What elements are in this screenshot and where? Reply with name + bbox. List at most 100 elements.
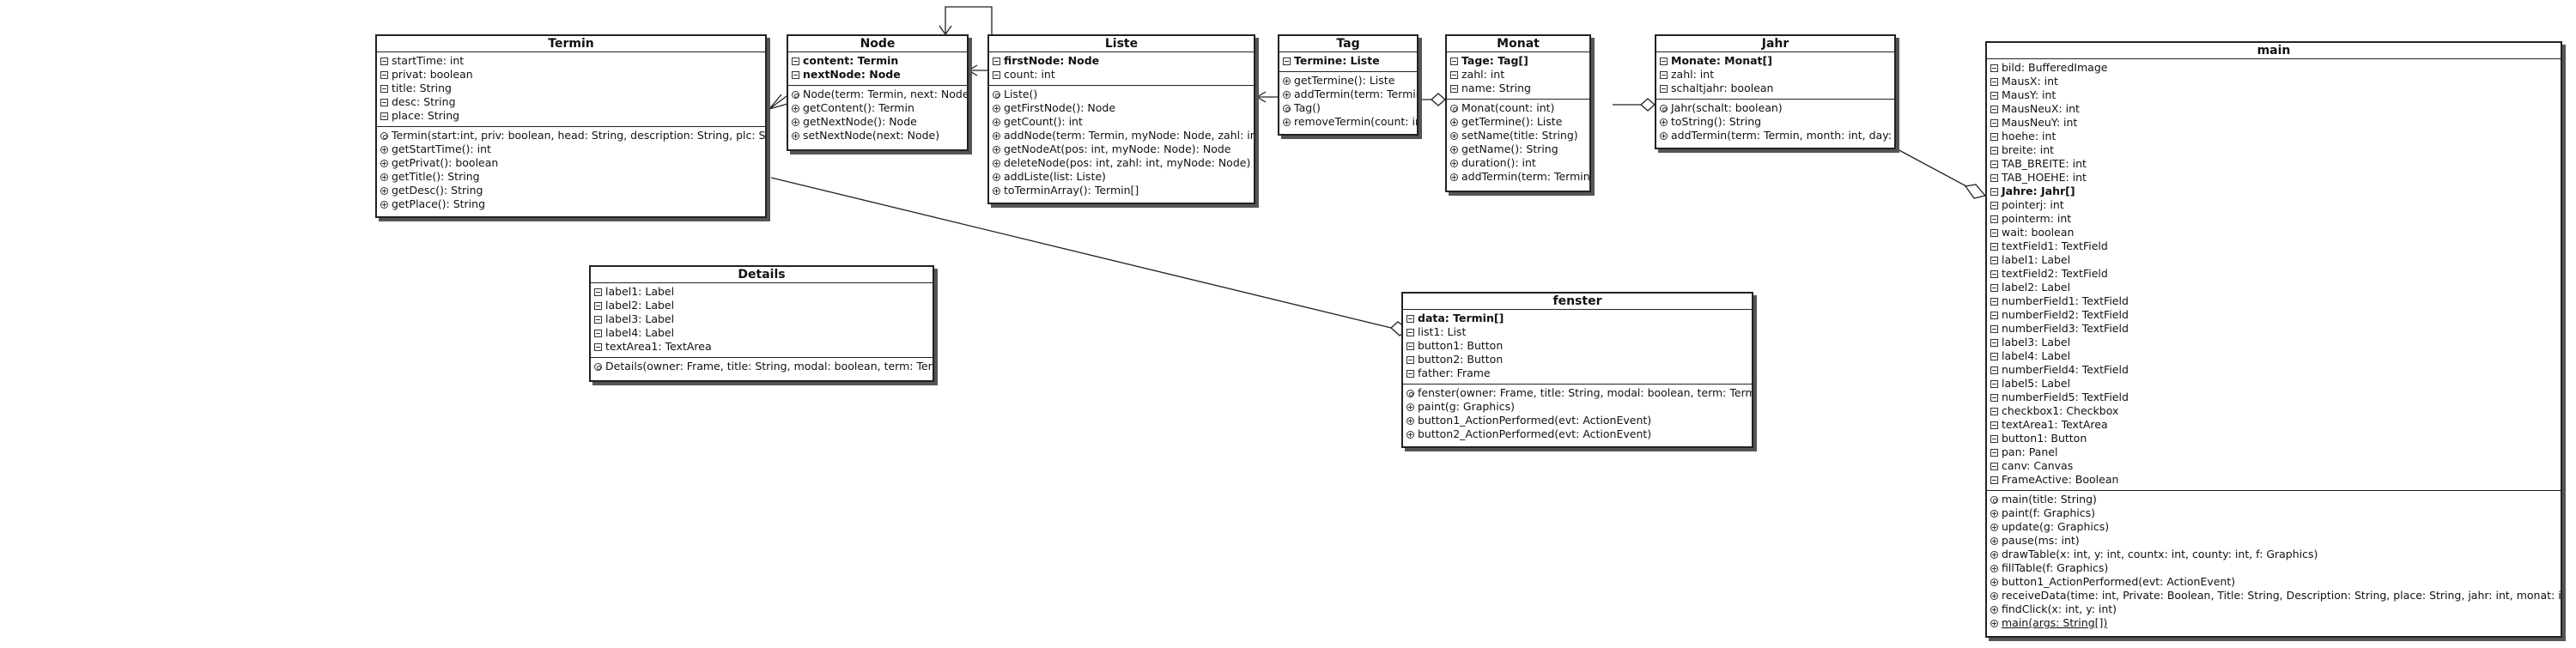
attribute-row: Jahre: Jahr[]: [1987, 185, 2561, 198]
public-icon: [1990, 606, 1998, 614]
class-name: main: [1987, 43, 2561, 59]
class-jahr[interactable]: Jahr Monate: Monat[] zahl: int schaltjah…: [1655, 34, 1896, 149]
constructor-icon: [993, 91, 1000, 99]
attribute-row: FrameActive: Boolean: [1987, 473, 2561, 487]
operation-compartment: Node(term: Termin, next: Node) getConten…: [788, 86, 967, 145]
attribute-row: pan: Panel: [1987, 445, 2561, 459]
attribute-row: zahl: int: [1447, 68, 1589, 82]
private-icon: [1660, 58, 1668, 65]
monat-tag-diamond: [1431, 93, 1446, 106]
private-icon: [1990, 325, 1998, 333]
public-icon: [1283, 118, 1291, 126]
operation-compartment: Liste() getFirstNode(): Node getCount():…: [989, 86, 1254, 200]
class-liste[interactable]: Liste firstNode: Node count: int Liste()…: [987, 34, 1255, 204]
attribute-row: label1: Label: [1987, 253, 2561, 267]
constructor-icon: [1660, 105, 1668, 112]
class-tag[interactable]: Tag Termine: Liste getTermine(): Liste a…: [1278, 34, 1419, 136]
operation-row: addListe(list: Liste): [989, 170, 1254, 184]
attribute-row: startTime: int: [377, 54, 765, 68]
operation-row: getCount(): int: [989, 115, 1254, 129]
public-icon: [380, 173, 388, 181]
operation-row: button1_ActionPerformed(evt: ActionEvent…: [1987, 575, 2561, 589]
attribute-row: label2: Label: [1987, 281, 2561, 294]
private-icon: [594, 316, 602, 324]
operation-row: addNode(term: Termin, myNode: Node, zahl…: [989, 129, 1254, 142]
class-monat[interactable]: Monat Tage: Tag[] zahl: int name: String…: [1445, 34, 1591, 192]
private-icon: [594, 343, 602, 351]
node-self-association: [945, 6, 993, 34]
private-icon: [380, 112, 388, 120]
jahr-monat-diamond: [1640, 98, 1656, 112]
private-icon: [1990, 353, 1998, 360]
public-icon: [1660, 132, 1668, 140]
private-icon: [1450, 58, 1458, 65]
private-icon: [1990, 408, 1998, 415]
attribute-row: button2: Button: [1403, 353, 1752, 366]
attribute-row: button1: Button: [1403, 339, 1752, 353]
attribute-compartment: firstNode: Node count: int: [989, 52, 1254, 86]
operation-row: update(g: Graphics): [1987, 520, 2561, 534]
public-icon: [1406, 431, 1414, 439]
public-icon: [1990, 510, 1998, 518]
attribute-row: TAB_HOEHE: int: [1987, 171, 2561, 185]
public-icon: [1450, 132, 1458, 140]
public-icon: [993, 146, 1000, 154]
class-name: Liste: [989, 36, 1254, 52]
private-icon: [1990, 284, 1998, 292]
operation-row: Jahr(schalt: boolean): [1656, 101, 1894, 115]
class-termin[interactable]: Termin startTime: int privat: boolean ti…: [375, 34, 767, 218]
attribute-compartment: Tage: Tag[] zahl: int name: String: [1447, 52, 1589, 100]
attribute-row: label3: Label: [591, 312, 933, 326]
public-icon: [380, 187, 388, 195]
operation-row: main(args: String[]): [1987, 616, 2561, 630]
private-icon: [792, 71, 799, 79]
attribute-row: label5: Label: [1987, 377, 2561, 391]
tag-liste-arrowhead: [1255, 91, 1267, 103]
attribute-row: desc: String: [377, 95, 765, 109]
attribute-row: numberField3: TextField: [1987, 322, 2561, 336]
attribute-row: label2: Label: [591, 299, 933, 312]
attribute-row: data: Termin[]: [1403, 312, 1752, 325]
attribute-row: checkbox1: Checkbox: [1987, 404, 2561, 418]
private-icon: [1990, 119, 1998, 127]
attribute-compartment: Monate: Monat[] zahl: int schaltjahr: bo…: [1656, 52, 1894, 100]
operation-row: getName(): String: [1447, 142, 1589, 156]
class-fenster[interactable]: fenster data: Termin[] list1: List butto…: [1401, 292, 1753, 448]
private-icon: [1990, 380, 1998, 388]
private-icon: [1990, 133, 1998, 141]
private-icon: [594, 302, 602, 310]
class-details[interactable]: Details label1: Label label2: Label labe…: [589, 265, 934, 382]
class-node[interactable]: Node content: Termin nextNode: Node Node…: [787, 34, 969, 151]
private-icon: [380, 85, 388, 93]
private-icon: [1990, 188, 1998, 196]
attribute-row: button1: Button: [1987, 432, 2561, 445]
private-icon: [1990, 339, 1998, 347]
private-icon: [1990, 243, 1998, 251]
public-icon: [1990, 565, 1998, 572]
attribute-row: textArea1: TextArea: [591, 340, 933, 354]
public-icon: [792, 105, 799, 112]
attribute-row: pointerj: int: [1987, 198, 2561, 212]
constructor-icon: [1406, 390, 1414, 397]
operation-row: addTermin(term: Termin, month: int, day:…: [1656, 129, 1894, 142]
constructor-icon: [792, 91, 799, 99]
class-main[interactable]: main bild: BufferedImage MausX: int Maus…: [1985, 41, 2562, 638]
attribute-row: numberField2: TextField: [1987, 308, 2561, 322]
private-icon: [1990, 64, 1998, 72]
public-icon: [1990, 551, 1998, 559]
attribute-row: TAB_BREITE: int: [1987, 157, 2561, 171]
attribute-row: father: Frame: [1403, 366, 1752, 380]
attribute-row: label4: Label: [591, 326, 933, 340]
private-icon: [1990, 421, 1998, 429]
private-icon: [380, 71, 388, 79]
private-icon: [380, 58, 388, 65]
operation-row: pause(ms: int): [1987, 534, 2561, 548]
attribute-row: wait: boolean: [1987, 226, 2561, 239]
public-icon: [792, 132, 799, 140]
public-icon: [1990, 524, 1998, 531]
attribute-row: MausNeuY: int: [1987, 116, 2561, 130]
attribute-compartment: label1: Label label2: Label label3: Labe…: [591, 283, 933, 358]
attribute-row: label3: Label: [1987, 336, 2561, 349]
operation-row: addTermin(term: Termin): [1279, 88, 1417, 101]
public-icon: [993, 173, 1000, 181]
